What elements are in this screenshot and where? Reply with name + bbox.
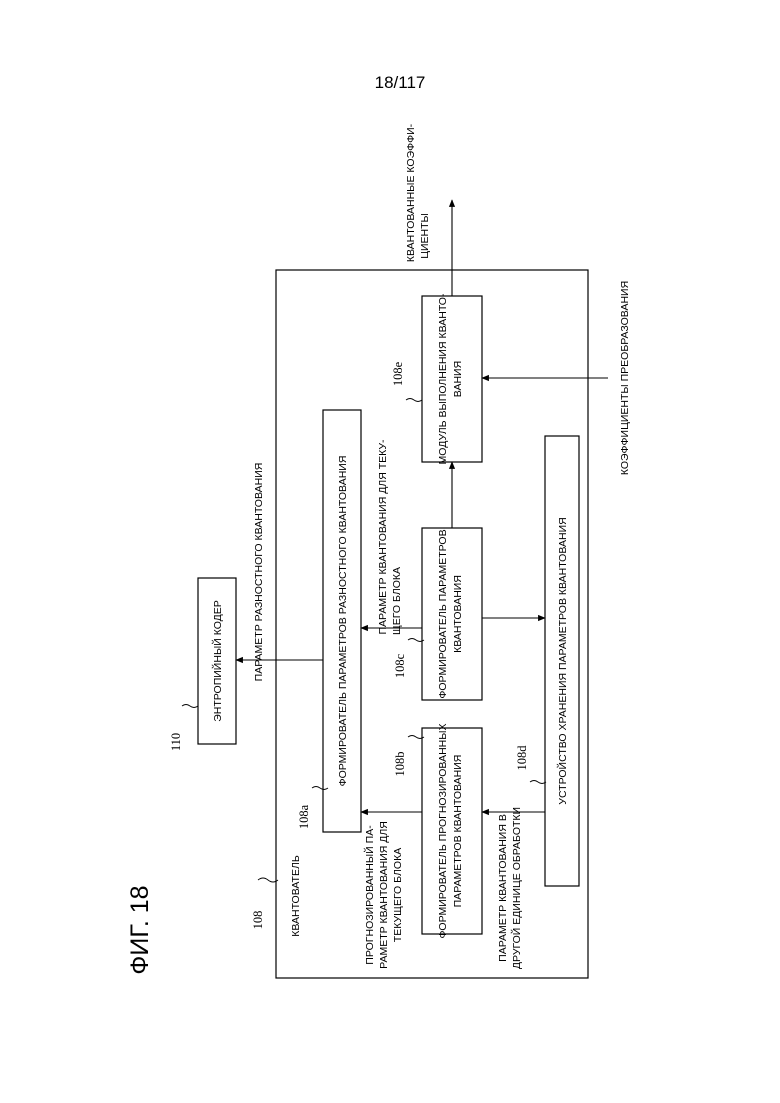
signal-predicted-qp-line2: РАМЕТР КВАНТОВАНИЯ ДЛЯ xyxy=(378,821,390,969)
signal-qp-current-line2: ЩЕГО БЛОКА xyxy=(391,567,403,635)
quantizer-ref: 108 xyxy=(251,911,265,930)
quantization-module-line1: МОДУЛЬ ВЫПОЛНЕНИЯ КВАНТО- xyxy=(437,293,449,464)
signal-predicted-qp-line1: ПРОГНОЗИРОВАННЫЙ ПА- xyxy=(363,825,376,965)
signal-predicted-qp-line3: ТЕКУЩЕГО БЛОКА xyxy=(392,848,404,942)
signal-other-unit-qp-line1: ПАРАМЕТР КВАНТОВАНИЯ В xyxy=(497,814,509,962)
page-number: 18/117 xyxy=(375,73,426,92)
entropy-coder-label: ЭНТРОПИЙНЫЙ КОДЕР xyxy=(211,600,224,722)
qp-generator-ref: 108c xyxy=(393,653,407,678)
qp-storage-label: УСТРОЙСТВО ХРАНЕНИЯ ПАРАМЕТРОВ КВАНТОВАН… xyxy=(556,517,569,804)
qp-storage-ref-squiggle xyxy=(530,781,546,784)
quantizer-label: КВАНТОВАТЕЛЬ xyxy=(290,855,302,937)
quantization-module-ref: 108e xyxy=(391,361,405,386)
qp-storage-ref: 108d xyxy=(515,745,529,771)
signal-quantized-coeffs-line2: ЦИЕНТЫ xyxy=(419,213,431,259)
entropy-coder-ref-squiggle xyxy=(182,705,198,708)
signal-other-unit-qp-line2: ДРУГОЙ ЕДИНИЦЕ ОБРАБОТКИ xyxy=(510,807,523,969)
signal-quantized-coeffs-line1: КВАНТОВАННЫЕ КОЭФФИ- xyxy=(405,123,417,262)
signal-qp-current-line1: ПАРАМЕТР КВАНТОВАНИЯ ДЛЯ ТЕКУ- xyxy=(377,439,389,635)
signal-diff-qp: ПАРАМЕТР РАЗНОСТНОГО КВАНТОВАНИЯ xyxy=(253,463,265,682)
quantization-module-ref-squiggle xyxy=(406,399,422,402)
quantization-module-line2: ВАНИЯ xyxy=(452,361,464,397)
figure-title: ФИГ. 18 xyxy=(126,885,154,974)
signal-transform-coeffs: КОЭФФИЦИЕНТЫ ПРЕОБРАЗОВАНИЯ xyxy=(619,281,631,475)
predicted-qp-generator-line2: ПАРАМЕТРОВ КВАНТОВАНИЯ xyxy=(452,755,464,908)
qp-generator-line2: КВАНТОВАНИЯ xyxy=(452,575,464,653)
diff-qp-generator-label: ФОРМИРОВАТЕЛЬ ПАРАМЕТРОВ РАЗНОСТНОГО КВА… xyxy=(337,456,349,787)
predicted-qp-generator-ref: 108b xyxy=(393,752,407,777)
diff-qp-generator-ref: 108a xyxy=(297,804,311,829)
quantizer-ref-squiggle xyxy=(258,878,278,882)
entropy-coder-ref: 110 xyxy=(169,733,183,751)
diff-qp-generator-ref-squiggle xyxy=(312,787,328,790)
predicted-qp-generator-line1: ФОРМИРОВАТЕЛЬ ПРОГНОЗИРОВАННЫХ xyxy=(437,723,449,938)
qp-generator-line1: ФОРМИРОВАТЕЛЬ ПАРАМЕТРОВ xyxy=(437,529,449,698)
